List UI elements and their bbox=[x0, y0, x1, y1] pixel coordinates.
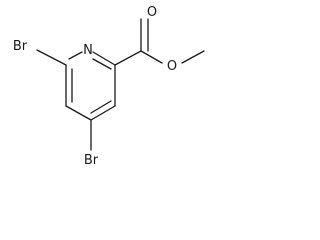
bond-c4-c5 bbox=[65, 105, 92, 121]
atom-label-o-carbonyl: O bbox=[147, 5, 157, 20]
bond-c6-n1 bbox=[68, 51, 83, 60]
atom-label-n: N bbox=[83, 43, 93, 58]
bond-c6-br1 bbox=[36, 49, 67, 66]
bond-ccarbonyl-o-double bbox=[140, 18, 149, 52]
bond-ccarbonyl-o-ester bbox=[140, 50, 163, 64]
bond-c3-c4 bbox=[90, 100, 116, 121]
atom-label-br1: Br bbox=[13, 39, 28, 54]
atom-label-o-ester: O bbox=[167, 59, 177, 74]
bond-n1-c2 bbox=[92, 51, 116, 70]
bond-c5-c6 bbox=[65, 64, 73, 107]
atom-label-br2: Br bbox=[84, 153, 99, 168]
bond-o-ester-methyl bbox=[181, 50, 205, 64]
bond-c2-ccarbonyl bbox=[114, 50, 142, 66]
molecule-structure: Br N O O Br bbox=[13, 5, 205, 168]
